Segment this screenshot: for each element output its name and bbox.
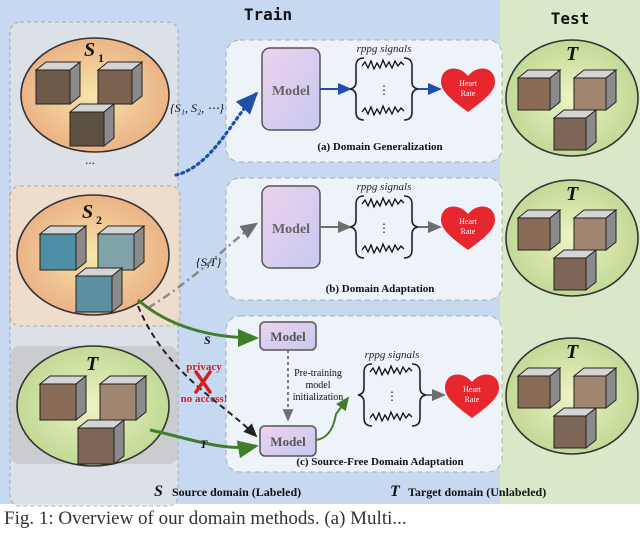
da-caption: (b) Domain Adaptation [326, 283, 435, 295]
test-target-c: T [505, 337, 639, 455]
target-t-train: T [16, 345, 170, 467]
sfda-source-label: S [204, 333, 211, 347]
s1-cube-3 [68, 102, 116, 148]
sfda-heart-line2: Rate [465, 395, 480, 404]
sfda-target-label: T [200, 437, 208, 451]
test-header: Test [551, 9, 590, 28]
t-train-cube-1 [38, 374, 88, 422]
s2-sub: 2 [96, 213, 102, 227]
da-input-arrow [147, 222, 259, 310]
dg-heart-line2: Rate [461, 89, 476, 98]
da-heart-icon [441, 206, 495, 250]
da-heart-line1: Heart [459, 217, 478, 226]
test-target-a: T [505, 39, 639, 157]
source-s1: S 1 [20, 37, 170, 153]
sfda-source-arrow [137, 298, 259, 347]
legend-s-text: Source domain (Labeled) [172, 485, 301, 499]
sfda-heart-line1: Heart [463, 385, 482, 394]
dg-input-arrow [174, 91, 259, 177]
da-model-label: Model [272, 222, 310, 237]
sfda-signals-label: rppg signals [365, 349, 420, 361]
no-access-text: no access! [181, 393, 228, 405]
s1-cube-1 [34, 60, 82, 106]
dg-model-label: Model [272, 84, 310, 99]
sfda-pretrain-line2: model [306, 380, 331, 391]
sfda-model-box [259, 425, 317, 457]
s2-cube-2 [96, 224, 146, 272]
test-b-letter: T [566, 183, 579, 205]
s1-cube-2 [96, 60, 144, 106]
sfda-pretrain-model-label: Model [270, 329, 306, 344]
da-heart-line2: Rate [461, 227, 476, 236]
panel-domain-adaptation: Model rppg signals ⋮ Heart Rate (b) Doma… [225, 177, 503, 301]
sfda-target-arrow [149, 428, 259, 459]
svg-text:⋮: ⋮ [378, 221, 390, 235]
sfda-pretrain-line3: initialization [293, 392, 344, 403]
panel-domain-generalization: Model rppg signals ⋮ Heart Rate (a) Doma… [225, 39, 503, 163]
source-s2: S 2 [16, 194, 170, 316]
sfda-heart-icon [445, 374, 499, 418]
s2-letter: S [82, 201, 93, 223]
privacy-block-marker: privacy no access! [181, 361, 228, 405]
dg-signals-label: rppg signals [357, 43, 412, 55]
svg-text:⋮: ⋮ [378, 83, 390, 97]
sfda-caption: (c) Source-Free Domain Adaptation [296, 456, 463, 468]
legend-s-letter: S [154, 483, 163, 500]
test-target-b: T [505, 179, 639, 297]
svg-text:⋮: ⋮ [386, 389, 398, 403]
s1-sub: 1 [98, 51, 104, 65]
train-header: Train [244, 5, 292, 24]
s2-cube-1 [38, 224, 88, 272]
da-input-label: {S,T} [196, 255, 221, 269]
t-train-letter: T [86, 353, 99, 375]
s1-letter: S [84, 39, 95, 61]
dg-heart-icon [441, 68, 495, 112]
dg-heart-line1: Heart [459, 79, 478, 88]
panel-source-free-adaptation: Model Pre-training model initialization … [225, 315, 503, 473]
t-train-cube-3 [76, 418, 126, 466]
test-c-letter: T [566, 341, 579, 363]
sources-ellipsis: ... [85, 152, 95, 167]
da-signals-label: rppg signals [357, 181, 412, 193]
privacy-text: privacy [186, 361, 222, 373]
dg-caption: (a) Domain Generalization [317, 141, 442, 153]
sfda-no-access-arrow [137, 305, 258, 438]
s2-cube-3 [74, 266, 124, 314]
legend-t-text: Target domain (Unlabeled) [408, 485, 546, 499]
figure-caption: Fig. 1: Overview of our domain methods. … [4, 508, 407, 528]
legend-t-letter: T [390, 483, 401, 500]
dg-input-label: {S₁, S₂, ⋯} [170, 101, 224, 115]
sfda-model-label: Model [270, 434, 306, 449]
sfda-pretrain-line1: Pre-training [294, 368, 342, 379]
test-a-letter: T [566, 43, 579, 65]
legend: S Source domain (Labeled) T Target domai… [154, 483, 546, 500]
t-train-cube-2 [98, 374, 148, 422]
